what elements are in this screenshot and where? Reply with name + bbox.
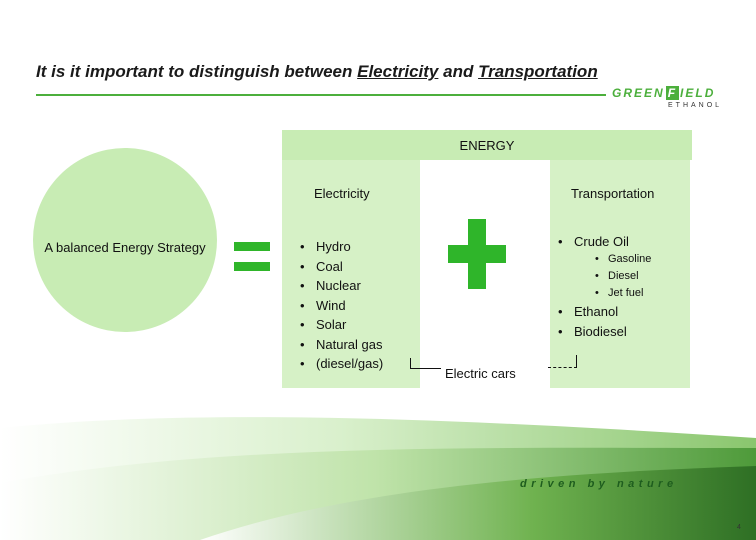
title-middle: and [438, 62, 479, 81]
crude-oil-sub-list: Gasoline Diesel Jet fuel [594, 251, 651, 302]
equals-icon [234, 242, 270, 272]
energy-label: ENERGY [459, 137, 515, 153]
logo-part1: GREEN [612, 86, 665, 100]
electric-cars-connector-left [410, 358, 441, 369]
logo-subtitle: ETHANOL [668, 102, 723, 109]
electricity-heading: Electricity [314, 186, 370, 201]
list-item: Biodiesel [556, 322, 627, 342]
list-item: Ethanol [556, 302, 627, 322]
title-prefix: It is it important to distinguish betwee… [36, 62, 358, 81]
page-number: 4 [737, 524, 741, 531]
list-item: Solar [298, 315, 383, 335]
strategy-circle-label: A balanced Energy Strategy [44, 240, 206, 255]
list-item: (diesel/gas) [298, 354, 383, 374]
list-item: Crude Oil [556, 232, 629, 252]
list-item: Nuclear [298, 276, 383, 296]
energy-header: ENERGY [282, 130, 692, 160]
footer-swoosh [0, 417, 756, 540]
title-term-transportation: Transportation [478, 62, 598, 81]
transportation-list-main: Crude Oil [556, 232, 629, 252]
list-item: Gasoline [594, 251, 651, 268]
electricity-list: Hydro Coal Nuclear Wind Solar Natural ga… [298, 237, 383, 374]
logo-boxed-letter: F [665, 86, 680, 100]
tagline: driven by nature [520, 478, 678, 490]
transportation-list-more: Ethanol Biodiesel [556, 302, 627, 341]
list-item: Wind [298, 296, 383, 316]
electric-cars-connector-right [548, 355, 577, 368]
electric-cars-label: Electric cars [445, 366, 516, 381]
slide-title: It is it important to distinguish betwee… [36, 62, 598, 82]
title-rule [36, 94, 606, 96]
plus-icon [448, 219, 506, 289]
list-item: Coal [298, 257, 383, 277]
list-item: Hydro [298, 237, 383, 257]
title-term-electricity: Electricity [357, 62, 439, 81]
list-item: Natural gas [298, 335, 383, 355]
logo-part2: IELD [680, 86, 716, 100]
list-item: Jet fuel [594, 285, 651, 302]
transportation-heading: Transportation [571, 186, 655, 201]
list-item: Diesel [594, 268, 651, 285]
strategy-circle [33, 148, 217, 332]
